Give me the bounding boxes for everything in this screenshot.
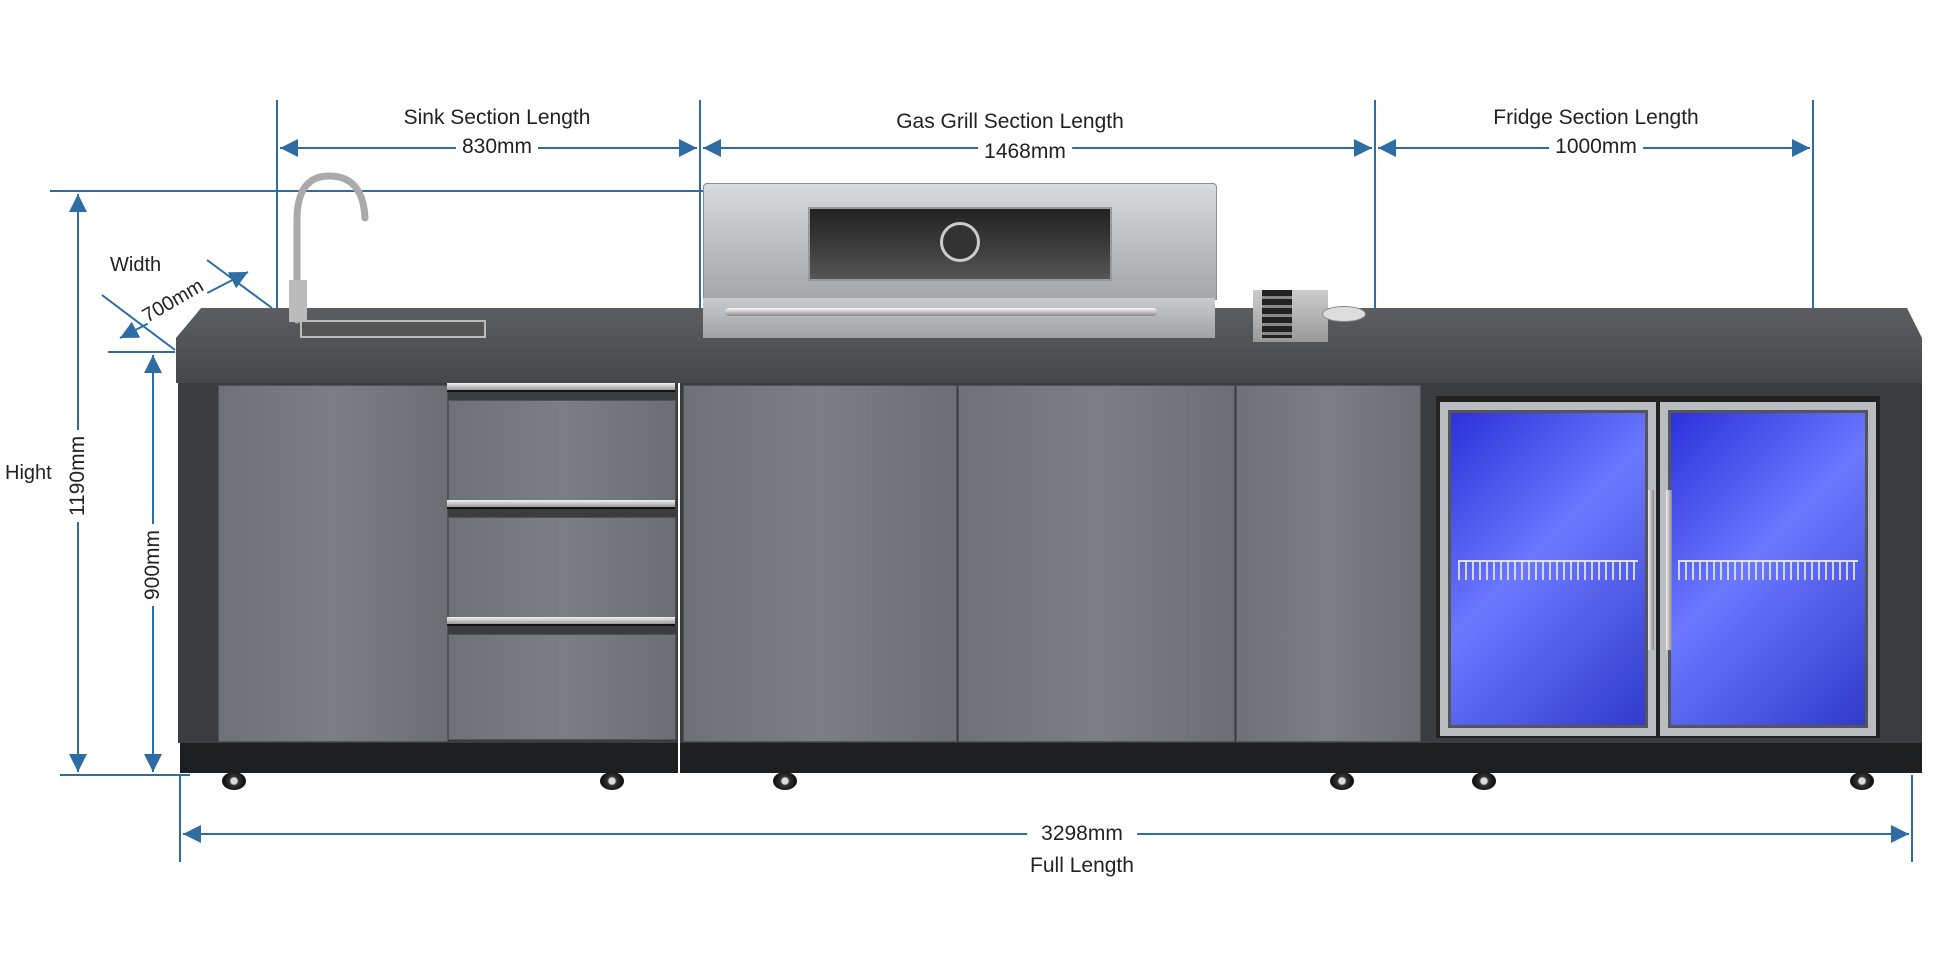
- fridge-handle[interactable]: [1648, 490, 1654, 650]
- grill-door-right[interactable]: [1236, 385, 1421, 742]
- plinth: [1422, 743, 1922, 773]
- drawer-1[interactable]: [448, 400, 676, 502]
- caster-wheel: [1472, 772, 1496, 790]
- faucet-icon: [289, 172, 369, 324]
- drawer-handle[interactable]: [447, 500, 675, 509]
- counter-height-value: 900mm: [141, 523, 165, 607]
- grill-handle[interactable]: [725, 308, 1157, 316]
- sink-section-value: 830mm: [455, 135, 539, 159]
- drawer-handle[interactable]: [447, 383, 675, 392]
- fridge-door-left[interactable]: [1440, 402, 1656, 736]
- drawer-2[interactable]: [448, 517, 676, 619]
- plinth: [680, 743, 1422, 773]
- height-value: 1190mm: [66, 429, 90, 523]
- fridge-shelf: [1458, 560, 1638, 580]
- grill-door-left[interactable]: [683, 385, 957, 742]
- fridge-shelf: [1678, 560, 1858, 580]
- side-burner-lid: [1322, 306, 1366, 322]
- caster-wheel: [222, 772, 246, 790]
- fridge-handle[interactable]: [1666, 490, 1672, 650]
- drawer-3[interactable]: [448, 634, 676, 740]
- grill-door-middle[interactable]: [958, 385, 1235, 742]
- caster-wheel: [600, 772, 624, 790]
- fridge-section-label: Fridge Section Length: [1487, 106, 1705, 130]
- plinth: [180, 743, 678, 773]
- grill-section-value: 1468mm: [978, 140, 1072, 164]
- fridge-countertop: [1422, 308, 1922, 383]
- grill-section-label: Gas Grill Section Length: [890, 110, 1130, 134]
- sink-section-label: Sink Section Length: [397, 106, 597, 130]
- caster-wheel: [773, 772, 797, 790]
- width-label: Width: [110, 254, 162, 276]
- full-length-value: 3298mm: [1027, 822, 1137, 846]
- full-length-label: Full Length: [1024, 854, 1140, 878]
- caster-wheel: [1850, 772, 1874, 790]
- fridge-door-right[interactable]: [1660, 402, 1876, 736]
- drawer-handle[interactable]: [447, 617, 675, 626]
- thermometer-icon: [940, 222, 980, 262]
- sink-door[interactable]: [218, 385, 448, 742]
- caster-wheel: [1330, 772, 1354, 790]
- control-knobs-icon[interactable]: [1262, 290, 1292, 338]
- grill-body: [703, 298, 1215, 338]
- fridge-section-value: 1000mm: [1549, 135, 1643, 159]
- sink-basin: [300, 320, 486, 338]
- height-label: Hight: [5, 462, 52, 484]
